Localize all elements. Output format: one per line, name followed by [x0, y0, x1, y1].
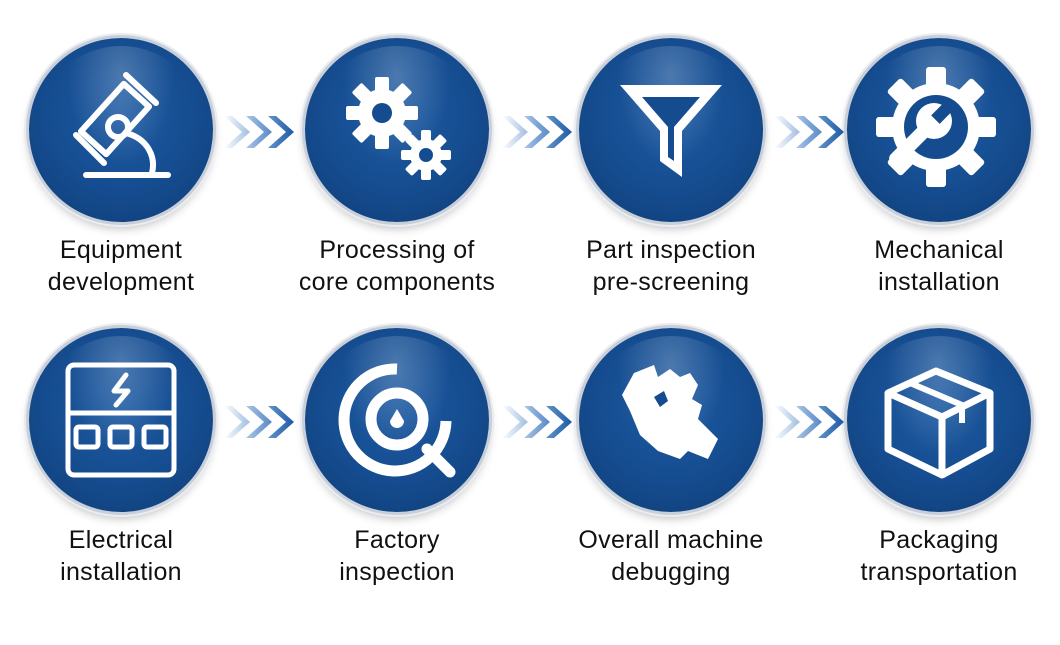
hand-gear-icon [622, 365, 718, 459]
step-label: Packaging transportation [824, 524, 1054, 588]
step-factory-inspection: Factory inspection [282, 328, 512, 588]
step-label-line2: core components [298, 268, 496, 296]
step-overall-machine-debugging: Overall machine debugging [556, 328, 786, 588]
step-label-line1: Part inspection [586, 236, 756, 264]
step-label-line2: inspection [339, 558, 455, 586]
step-label: Electrical installation [6, 524, 236, 588]
step-label-line1: Equipment [59, 236, 183, 264]
step-processing-core-components: Processing of core components [282, 38, 512, 298]
step-circle [847, 328, 1031, 512]
funnel-icon [620, 85, 722, 177]
step-circle [29, 328, 213, 512]
step-label-line2: installation [60, 558, 182, 586]
step-label-line1: Packaging [879, 526, 999, 554]
step-label-line2: installation [878, 268, 1000, 296]
step-label-line2: pre-screening [592, 268, 750, 296]
step-label: Part inspection pre-screening [556, 234, 786, 298]
flow-arrow [498, 402, 578, 442]
gear-wrench-icon [876, 67, 996, 187]
step-electrical-installation: Electrical installation [6, 328, 236, 588]
electrical-panel-icon [65, 362, 177, 478]
inspection-target-icon [338, 363, 456, 478]
step-label-line1: Mechanical [874, 236, 1004, 264]
flow-arrow [220, 402, 300, 442]
step-circle [579, 328, 763, 512]
step-part-inspection-prescreening: Part inspection pre-screening [556, 38, 786, 298]
box-icon [884, 367, 994, 479]
step-mechanical-installation: Mechanical installation [824, 38, 1054, 298]
step-label-line1: Electrical [68, 526, 174, 554]
step-label: Overall machine debugging [556, 524, 786, 588]
microscope-icon [73, 72, 171, 178]
step-circle [305, 328, 489, 512]
step-label-line2: transportation [860, 558, 1018, 586]
step-circle [305, 38, 489, 222]
step-circle [29, 38, 213, 222]
step-circle [579, 38, 763, 222]
step-equipment-development: Equipment development [6, 38, 236, 298]
step-label-line2: development [47, 268, 195, 296]
gears-icon [346, 77, 451, 180]
step-label-line1: Processing of [319, 236, 475, 264]
step-label: Equipment development [6, 234, 236, 298]
flow-arrow [220, 112, 300, 152]
flow-arrow [770, 112, 850, 152]
step-label: Processing of core components [282, 234, 512, 298]
step-label-line1: Overall machine [578, 526, 764, 554]
flow-arrow [498, 112, 578, 152]
step-label: Factory inspection [282, 524, 512, 588]
step-label-line1: Factory [354, 526, 440, 554]
step-packaging-transportation: Packaging transportation [824, 328, 1054, 588]
step-circle [847, 38, 1031, 222]
step-label-line2: debugging [611, 558, 731, 586]
step-label: Mechanical installation [824, 234, 1054, 298]
flow-arrow [770, 402, 850, 442]
